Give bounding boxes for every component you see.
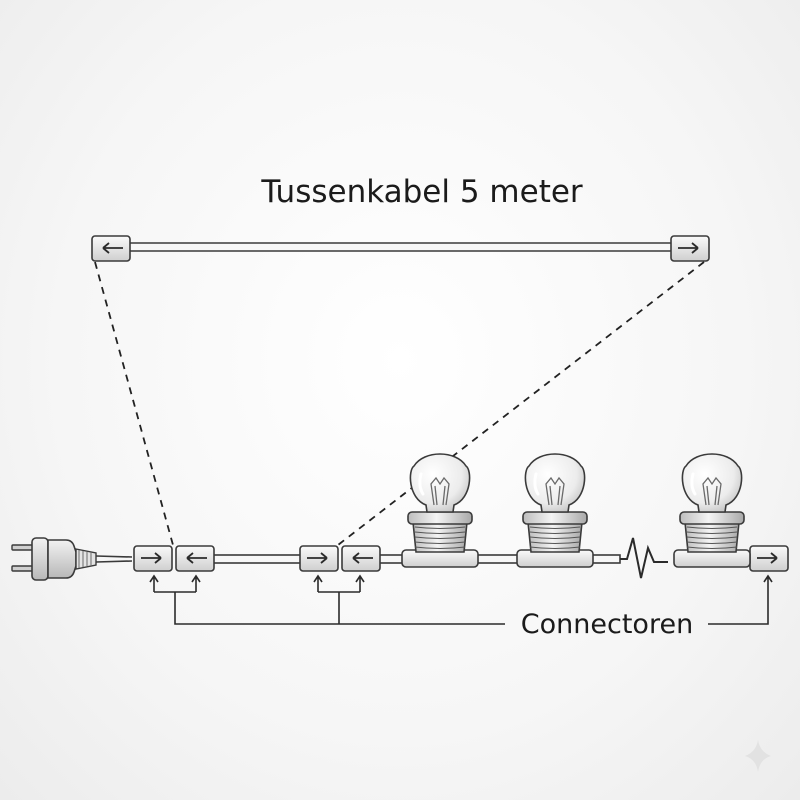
- light-bulb-icon: [516, 453, 594, 568]
- connectors-label: Connectoren: [521, 609, 693, 640]
- projection-line-right: [337, 261, 705, 546]
- connector-1: [133, 545, 173, 572]
- arrow-right-icon: [678, 242, 699, 254]
- extension-cable-left-connector: [91, 235, 131, 262]
- connector-2: [175, 545, 215, 572]
- arrow-left-icon: [102, 242, 123, 254]
- cable-break-zigzag: [620, 537, 668, 579]
- extension-cable-right-connector: [670, 235, 710, 262]
- connectors-callout: [149, 574, 773, 625]
- extension-cable: [91, 235, 710, 262]
- arrow-left-icon: [186, 552, 207, 564]
- arrow-left-icon: [352, 552, 373, 564]
- light-bulb-icon: [673, 453, 751, 568]
- bulbs: [401, 453, 751, 568]
- arrow-right-icon: [141, 552, 162, 564]
- connector-3: [299, 545, 339, 572]
- light-bulb-icon: [401, 453, 479, 568]
- connector-4: [341, 545, 381, 572]
- sparkle-icon: [745, 740, 771, 772]
- arrow-right-icon: [757, 552, 778, 564]
- diagram-title: Tussenkabel 5 meter: [260, 174, 583, 210]
- projection-line-left: [94, 261, 174, 546]
- arrow-right-icon: [307, 552, 328, 564]
- connector-5: [749, 545, 789, 572]
- power-plug-icon: [11, 537, 133, 581]
